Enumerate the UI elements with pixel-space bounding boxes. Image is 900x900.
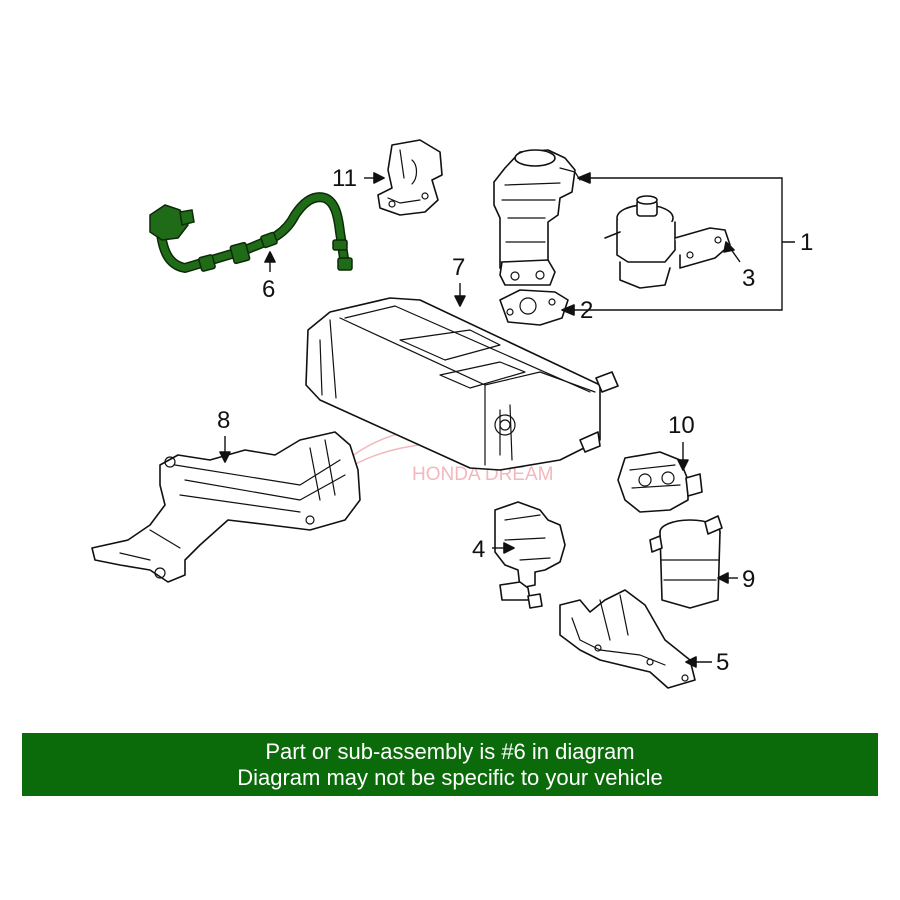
callout-5[interactable]: 5 <box>716 649 729 676</box>
callouts: 1 2 3 4 5 6 7 8 9 10 11 <box>217 165 813 676</box>
callout-10[interactable]: 10 <box>668 412 695 439</box>
callout-2[interactable]: 2 <box>580 297 593 324</box>
part-9-canister-filter[interactable] <box>649 515 723 609</box>
part-1-egr-valve[interactable] <box>493 149 581 286</box>
callout-3[interactable]: 3 <box>742 265 755 292</box>
part-2-gasket[interactable] <box>499 289 569 326</box>
part-4-sensor[interactable] <box>494 501 566 609</box>
part-8-bracket[interactable] <box>91 431 361 583</box>
callout-1[interactable]: 1 <box>800 229 813 256</box>
part-7-canister[interactable] <box>305 297 619 471</box>
callout-9[interactable]: 9 <box>742 566 755 593</box>
leader-lines <box>219 172 795 668</box>
part-6-hose[interactable] <box>149 192 353 273</box>
callout-7[interactable]: 7 <box>452 254 465 281</box>
callout-4[interactable]: 4 <box>472 536 485 563</box>
info-banner: Part or sub-assembly is #6 in diagram Di… <box>22 733 878 796</box>
watermark-text: HONDA DREAM <box>412 464 553 485</box>
banner-line-part: Part or sub-assembly is #6 in diagram <box>265 739 635 764</box>
part-3-valve[interactable] <box>604 195 731 289</box>
callout-8[interactable]: 8 <box>217 407 230 434</box>
banner-line-disclaimer: Diagram may not be specific to your vehi… <box>237 765 663 790</box>
part-5-bracket[interactable] <box>559 589 696 689</box>
callout-11[interactable]: 11 <box>332 165 357 192</box>
callout-6[interactable]: 6 <box>262 276 275 303</box>
part-10-solenoid[interactable] <box>617 451 703 513</box>
part-11-bracket[interactable] <box>377 139 443 216</box>
